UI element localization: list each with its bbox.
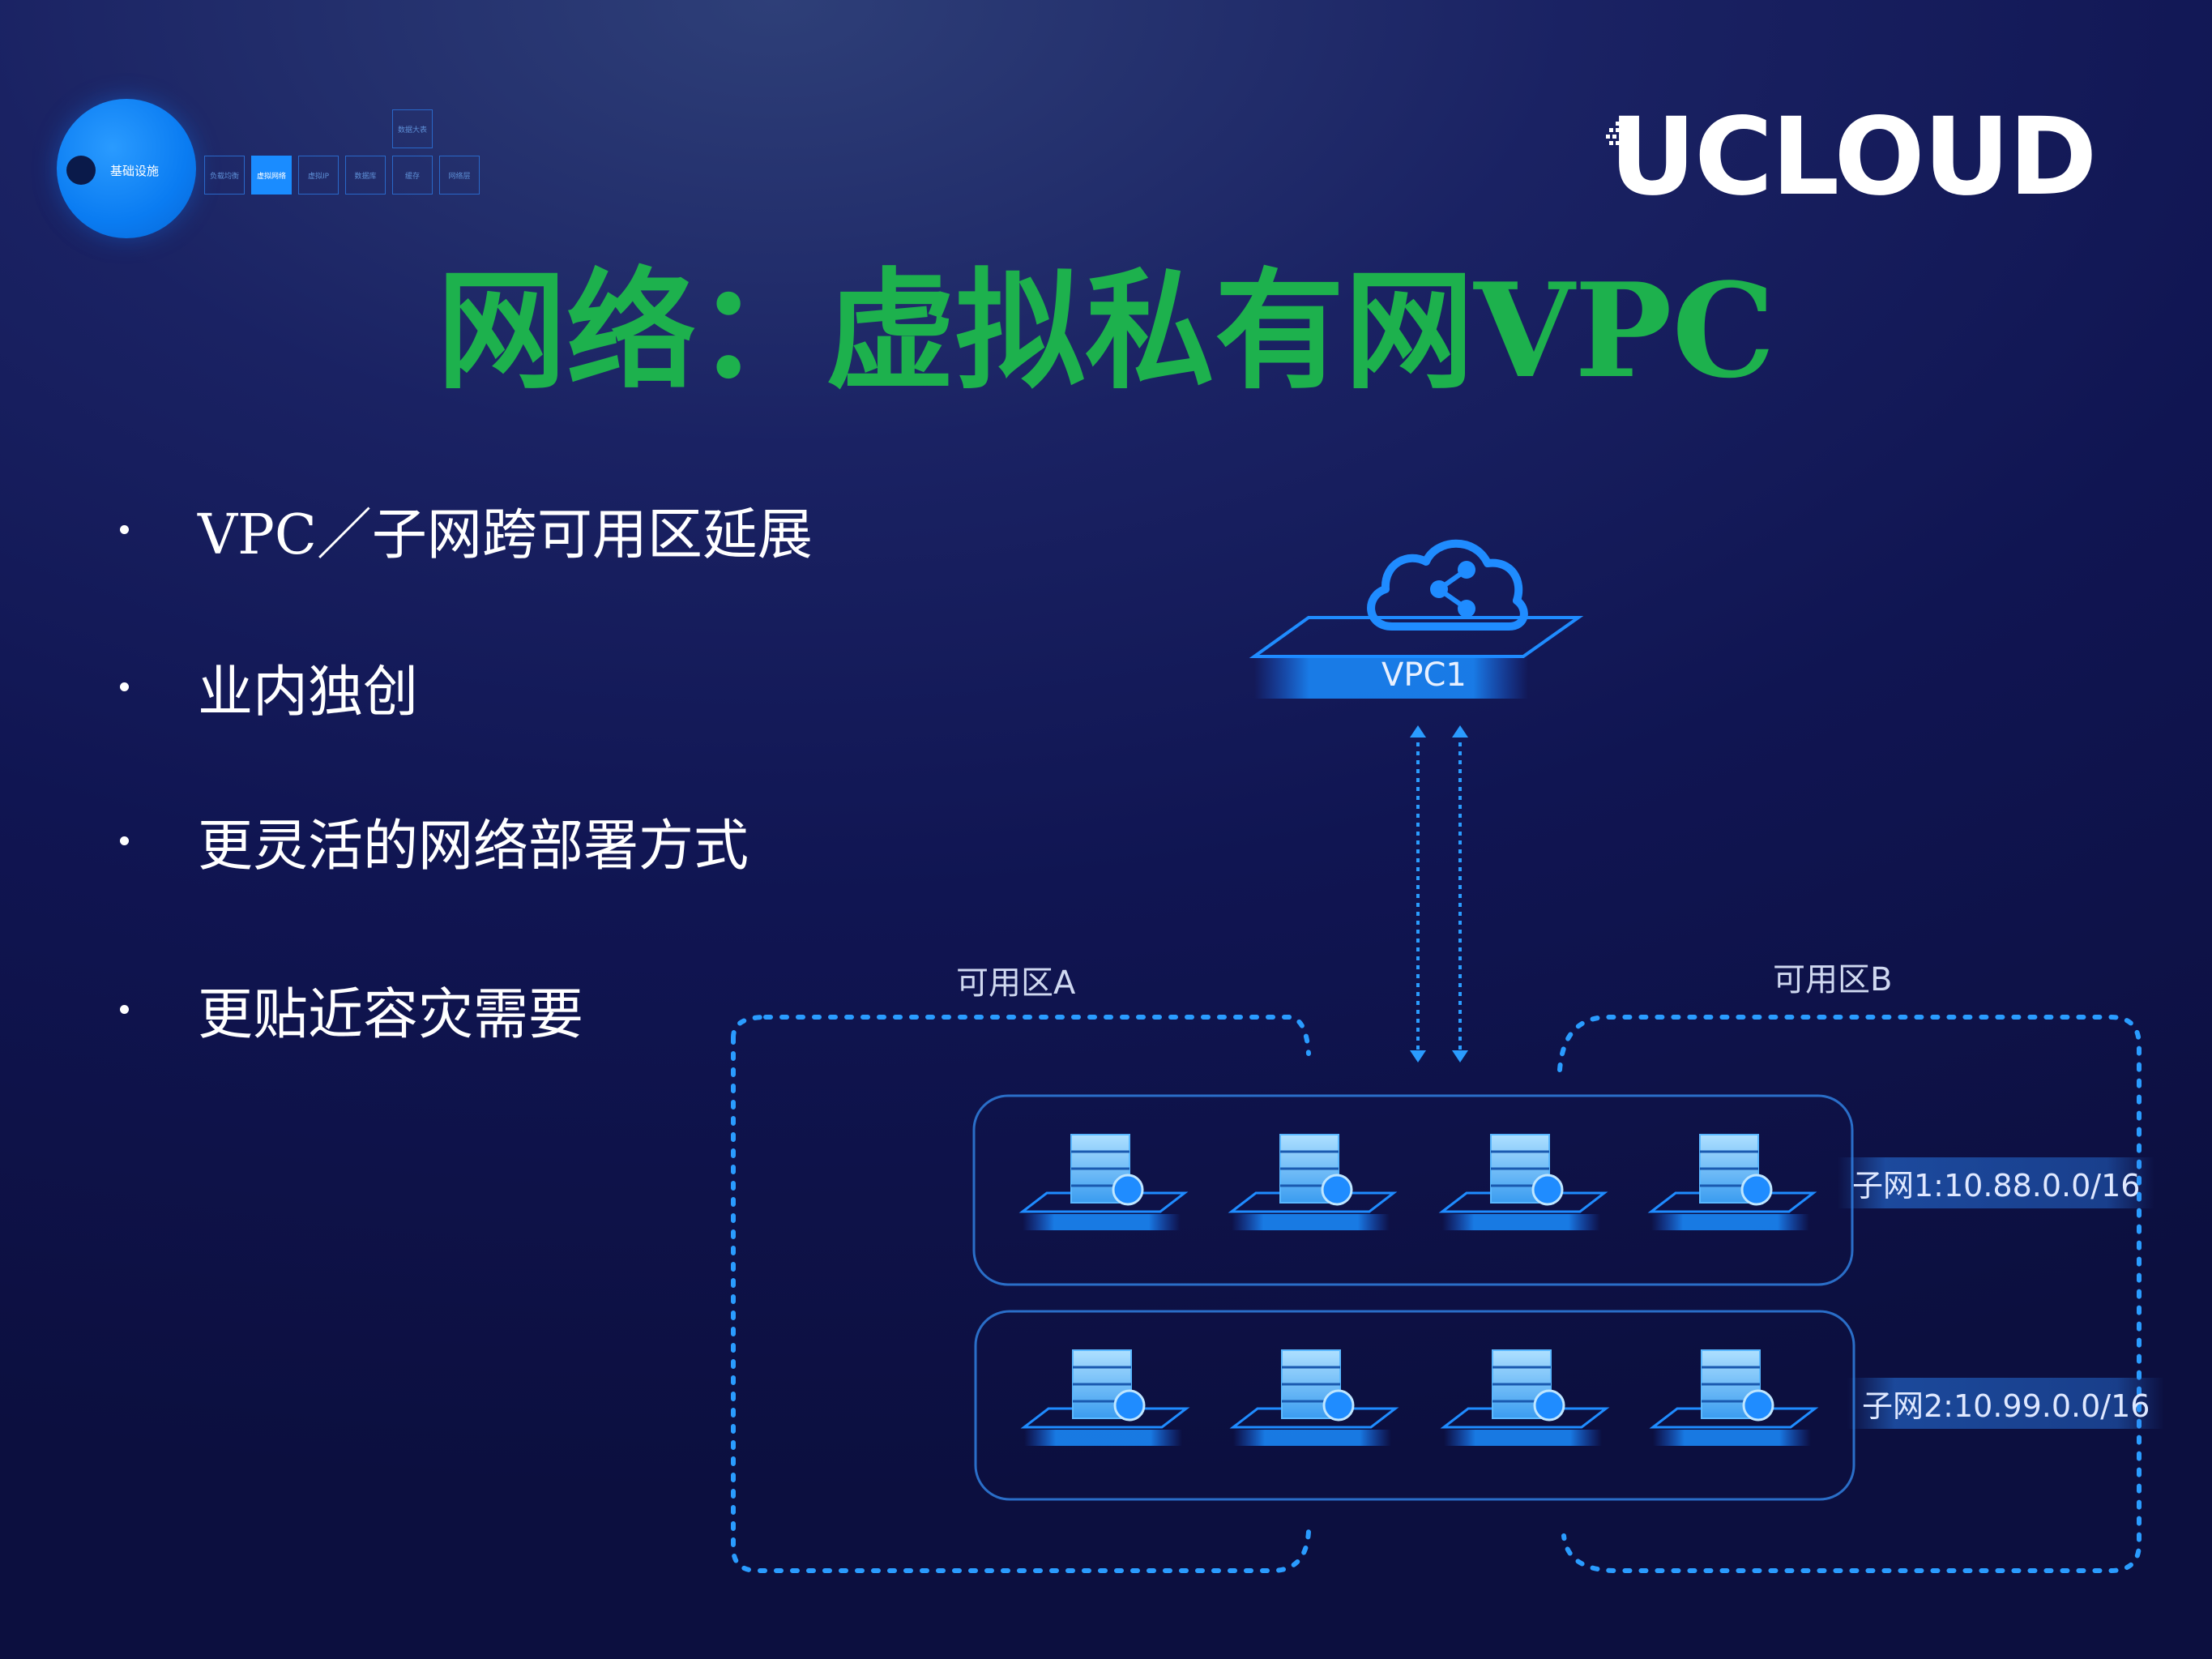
zone-b-outline	[1557, 1015, 2142, 1573]
vpc-link-arrows	[1416, 733, 1462, 1054]
bullet-text: 业内独创	[198, 661, 419, 725]
nav-dot	[66, 156, 96, 185]
server-icon	[1649, 1349, 1819, 1446]
subnet-1-label: 子网1:10.88.0.0/16	[1838, 1157, 2155, 1208]
zone-a-label: 可用区A	[956, 964, 1076, 1002]
cloud-share-icon	[1367, 539, 1528, 631]
vpc-platform	[1249, 616, 1584, 699]
bullet-item: 更灵活的网络部署方式	[120, 801, 749, 881]
logo-dots-icon	[1606, 122, 1633, 145]
server-icon	[1229, 1349, 1399, 1446]
server-icon	[1438, 1134, 1608, 1230]
nav-tab-3[interactable]: 虚拟IP	[298, 156, 339, 195]
bullet-item: VPC／子网跨可用区延展	[120, 490, 813, 570]
bullet-dot	[120, 525, 129, 534]
server-icon	[1647, 1134, 1817, 1230]
bullet-text: 更灵活的网络部署方式	[198, 815, 749, 879]
bullet-dot	[120, 682, 129, 691]
bullet-item: 更贴近容灾需要	[120, 969, 583, 1050]
nav-tab-6[interactable]: 网络层	[439, 156, 480, 195]
bullet-dot	[120, 836, 129, 845]
nav-tab-4[interactable]: 数据库	[345, 156, 386, 195]
zone-b-label: 可用区B	[1773, 961, 1893, 998]
bullet-text: 更贴近容灾需要	[198, 983, 584, 1047]
nav-tab-top[interactable]: 数据大表	[392, 109, 433, 148]
nav-tab-2-active[interactable]: 虚拟网络	[251, 156, 292, 195]
zone-a-outline	[731, 1015, 1311, 1573]
nav-tab-5[interactable]: 缓存	[392, 156, 433, 195]
bullet-text: VPC／子网跨可用区延展	[198, 503, 813, 567]
nav-tab-1[interactable]: 负载均衡	[204, 156, 245, 195]
vpc-label: VPC1	[1381, 656, 1467, 694]
server-icon	[1228, 1134, 1398, 1230]
server-icon	[1020, 1349, 1190, 1446]
ucloud-logo: UCLOUD	[1609, 95, 2097, 220]
bullet-dot	[120, 1005, 129, 1014]
server-icon	[1440, 1349, 1610, 1446]
subnet-2-label: 子网2:10.99.0.0/16	[1847, 1378, 2165, 1429]
nav-circle-label: 基础设施	[110, 164, 160, 178]
server-icon	[1018, 1134, 1189, 1230]
bullet-item: 业内独创	[120, 647, 418, 727]
page-title: 网络：虚拟私有网VPC	[437, 254, 1775, 407]
